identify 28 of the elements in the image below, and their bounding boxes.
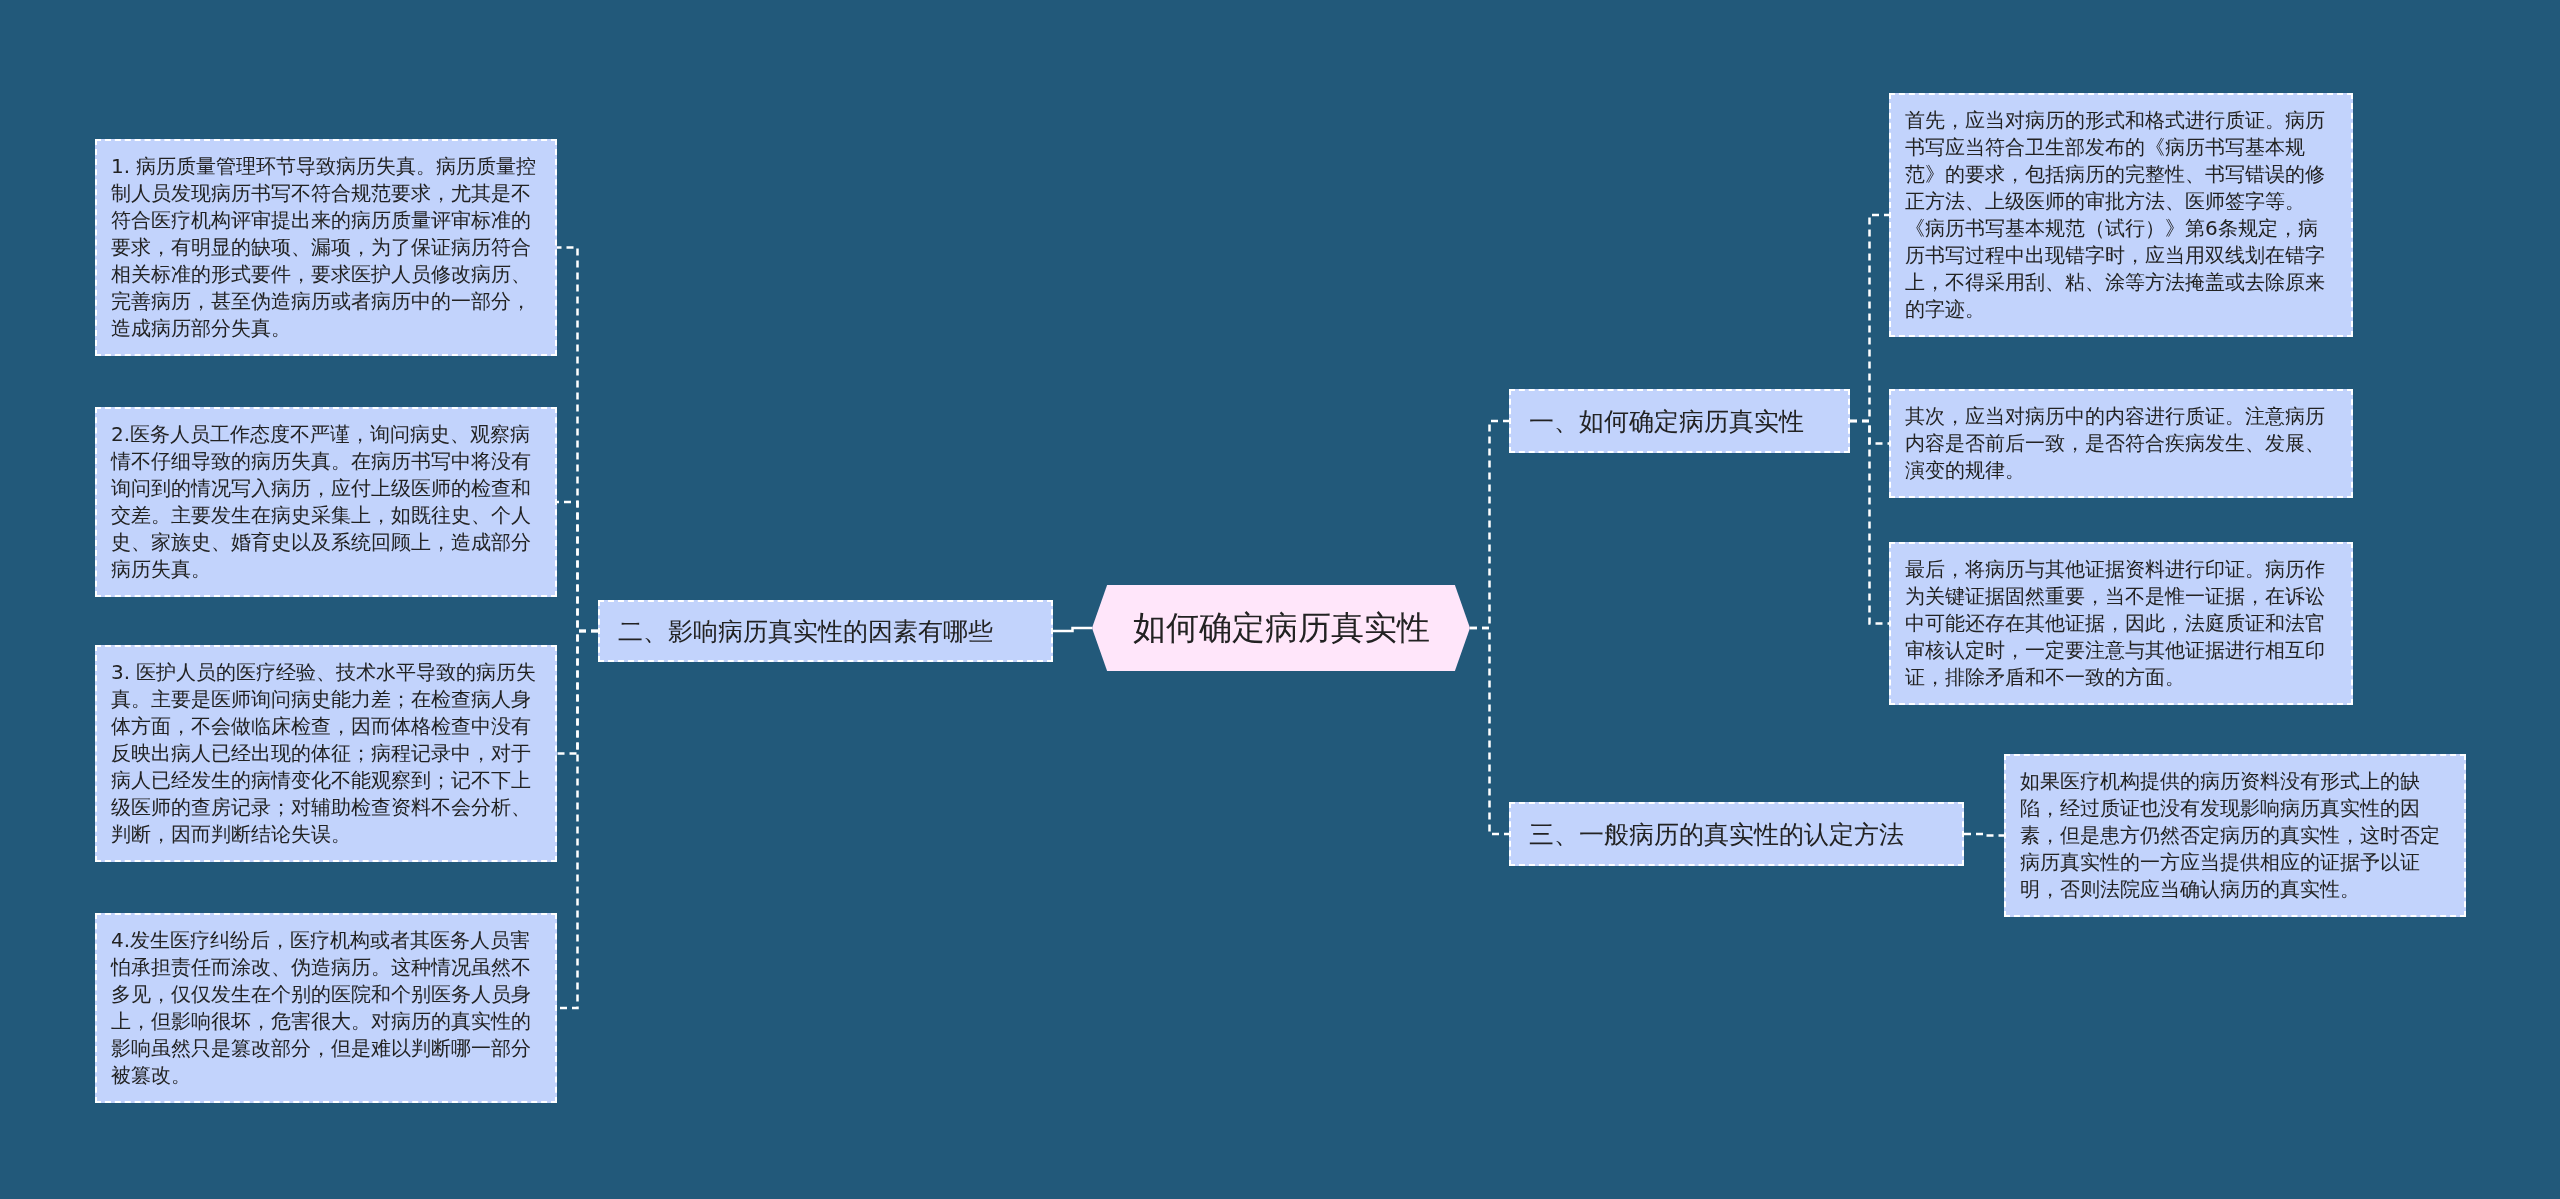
topic-text: 三、一般病历的真实性的认定方法 — [1529, 818, 1904, 851]
topic-box — [1509, 802, 1964, 866]
note-box — [1889, 93, 2353, 337]
connector-line — [1850, 419, 1889, 625]
topic-text: 3. 医护人员的医疗经验、技术水平导致的病历失真。主要是医师询问病史能力差；在检查病人身体方面，不会做临床检查，因而体格检查中没有反映出病人已经出现的体征；病程记录中，对于病人已经发生的病情变化不能观察到；记不下上级医师的查房记录；对辅助检查资料不会分析、判断，因而判断结论失误。 — [111, 659, 538, 848]
note-box — [95, 407, 557, 597]
topic-text: 1. 病历质量管理环节导致病历失真。病历质量控制人员发现病历书写不符合规范要求，尤其是不符合医疗机构评审提出来的病历质量评审标准的要求，有明显的缺项、漏项，为了保证病历符合相关标准的形式要件，要求医护人员修改病历、完善病历，甚至伪造病历或者病历中的一部分，造成病历部分失真。 — [111, 153, 538, 342]
note-box — [95, 139, 557, 356]
topic-text: 2.医务人员工作态度不严谨，询问病史、观察病情不仔细导致的病历失真。在病历书写中将没有询问到的情况写入病历，应付上级医师的检查和交差。主要发生在病史采集上，如既往史、个人史、家族史、婚育史以及系统回顾上，造成部分病历失真。 — [111, 421, 532, 583]
note-box — [1889, 542, 2353, 705]
central-topic-text: 如何确定病历真实性 — [1132, 606, 1430, 649]
connector-line — [1470, 626, 1509, 836]
topic-text: 其次，应当对病历中的内容进行质证。注意病历内容是否前后一致，是否符合疾病发生、发展、演变的规律。 — [1905, 403, 2326, 484]
connector-line — [1053, 626, 1092, 633]
topic-text: 如果医疗机构提供的病历资料没有形式上的缺陷，经过质证也没有发现影响病历真实性的因素，但是患方仍然否定病历的真实性，这时否定病历真实性的一方应当提供相应的证据予以证明，否则法院应当确认病历的真实性。 — [2020, 768, 2441, 903]
topic-text: 一、如何确定病历真实性 — [1529, 405, 1804, 438]
note-box — [95, 645, 557, 862]
topic-text: 4.发生医疗纠纷后，医疗机构或者其医务人员害怕承担责任而涂改、伪造病历。这种情况虽然不多见，仅仅发生在个别的医院和个别医务人员身上，但影响很坏，危害很大。对病历的真实性的影响虽然只是篡改部分，但是难以判断哪一部分被篡改。 — [111, 927, 532, 1089]
note-box — [2004, 754, 2466, 917]
topic-box — [1509, 389, 1850, 453]
topic-text: 二、影响病历真实性的因素有哪些 — [618, 615, 993, 648]
note-box — [95, 913, 557, 1103]
connector-line — [1964, 832, 2004, 837]
connector-line — [557, 629, 598, 1010]
topic-text: 最后，将病历与其他证据资料进行印证。病历作为关键证据固然重要，当不是惟一证据，在诉讼中可能还存在其他证据，因此，法庭质证和法官审核认定时，一定要注意与其他证据进行相互印证，排除矛盾和不一致的方面。 — [1905, 556, 2326, 691]
topic-text: 首先，应当对病历的形式和格式进行质证。病历书写应当符合卫生部发布的《病历书写基本规范》的要求，包括病历的完整性、书写错误的修正方法、上级医师的审批方法、医师签字等。《病历书写基本规范（试行）》第6条规定，病历书写过程中出现错字时，应当用双线划在错字上，不得采用刮、粘、涂等方法掩盖或去除原来的字迹。 — [1905, 107, 2326, 323]
topic-box — [598, 600, 1053, 662]
note-box — [1889, 389, 2353, 498]
